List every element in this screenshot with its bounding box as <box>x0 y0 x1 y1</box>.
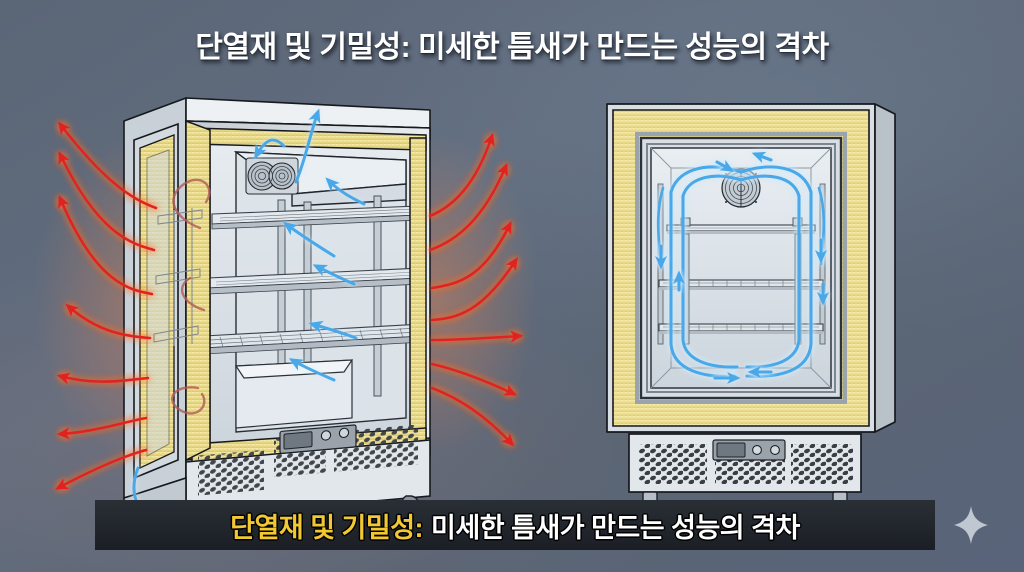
door-rack <box>153 208 203 346</box>
control-panel[interactable] <box>279 424 357 454</box>
control-knob <box>320 430 332 441</box>
evaporator-fan-icon <box>721 168 761 208</box>
caption-highlight: 단열재 및 기밀성: <box>230 512 424 543</box>
sparkle-icon <box>952 504 990 546</box>
heat-leak-arrows-left <box>55 121 158 490</box>
heat-leak-arrows-right <box>428 132 524 447</box>
control-panel[interactable] <box>712 439 786 461</box>
control-knob <box>770 445 780 455</box>
control-knob <box>338 427 350 439</box>
display-readout <box>283 431 313 450</box>
caption-bar: 단열재 및 기밀성: 미세한 틈새가 만드는 성능의 격차 <box>95 500 935 550</box>
open-glass-door[interactable] <box>124 98 211 498</box>
door-gasket-seal <box>635 132 847 404</box>
cold-air-arrowheads <box>655 151 829 384</box>
cold-air-arrows <box>132 108 366 520</box>
bottom-bin <box>234 359 354 429</box>
page-title: 단열재 및 기밀성: 미세한 틈새가 만드는 성능의 격차 <box>195 31 829 64</box>
caption-rest: 미세한 틈새가 만드는 성능의 격차 <box>431 512 800 543</box>
evaporator-fan-icon <box>245 157 299 195</box>
poorly-insulated-refrigerator <box>34 88 539 556</box>
control-knob <box>752 445 762 455</box>
compressor-base <box>628 433 862 493</box>
well-insulated-refrigerator <box>595 88 905 508</box>
infiltration-tendrils <box>171 178 211 415</box>
display-readout <box>716 442 746 458</box>
